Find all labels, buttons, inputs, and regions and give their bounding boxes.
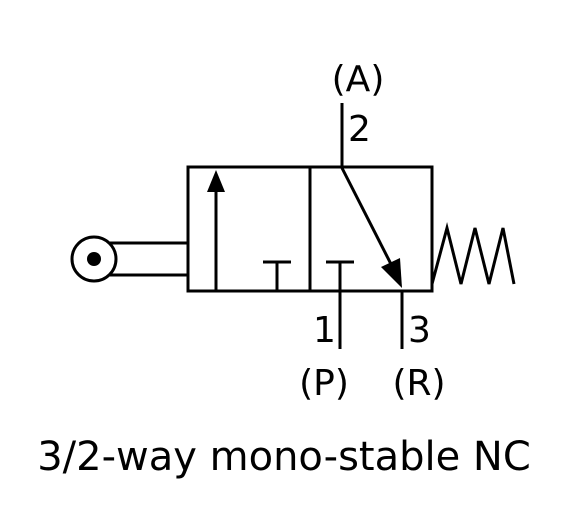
port-2-number: 2 [348,109,371,150]
spring-return-icon [430,222,516,285]
right-box-flow [326,167,402,291]
roller-lever-icon [70,235,188,283]
port-1-number: 1 [313,310,336,351]
port-3-number: 3 [408,310,431,351]
diagram-caption: 3/2-way mono-stable NC [37,434,531,480]
port-r-label: (R) [392,363,445,404]
port-a-label: (A) [332,59,385,100]
left-box-flow [207,170,291,291]
port-p-label: (P) [299,363,349,404]
